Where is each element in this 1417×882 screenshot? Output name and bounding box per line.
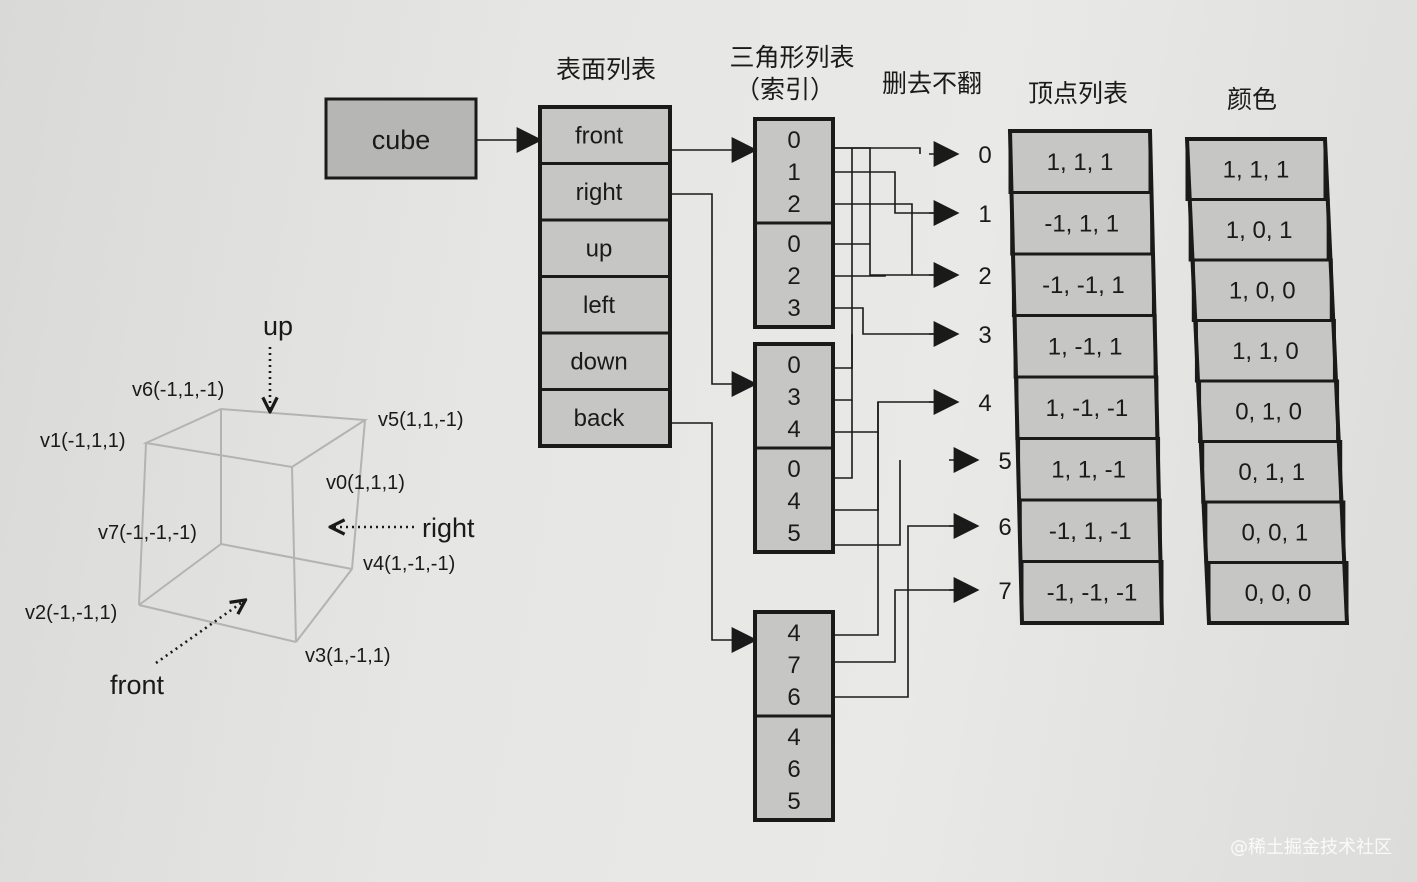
face-label: down xyxy=(570,348,627,375)
color-cell xyxy=(1198,379,1340,443)
triangle-index: 0 xyxy=(787,352,800,379)
triangle-group-right xyxy=(753,342,835,554)
vertex-label-v0: v0(1,1,1) xyxy=(326,472,405,494)
vertex-label-v7: v7(-1,-1,-1) xyxy=(98,522,197,544)
header-face-list: 表面列表 xyxy=(556,55,656,84)
index-list: 0 1 2 3 4 5 6 7 xyxy=(929,141,1012,605)
triangle-index: 4 xyxy=(787,488,800,515)
index-label: 2 xyxy=(978,263,991,290)
vertex-label-v5: v5(1,1,-1) xyxy=(378,409,464,431)
up-label: up xyxy=(263,311,293,341)
face-label: back xyxy=(574,405,626,432)
triangle-index: 0 xyxy=(787,231,800,258)
cube-top-face xyxy=(142,407,369,469)
header-index-note: （索引） xyxy=(735,75,835,104)
vertex-label-v1: v1(-1,1,1) xyxy=(40,430,126,452)
vertex-cell xyxy=(1008,129,1152,194)
vertex-list: 1, 1, 1 -1, 1, 1 -1, -1, 1 1, -1, 1 1, -1, -… xyxy=(1007,129,1165,625)
color-frame xyxy=(1184,137,1350,625)
face-label: up xyxy=(586,235,613,262)
cube-box xyxy=(324,97,478,180)
color-value: 1, 0, 1 xyxy=(1226,217,1293,244)
vertex-label-v4: v4(1,-1,-1) xyxy=(363,553,455,575)
index-label: 0 xyxy=(978,142,991,169)
vertex-value: 1, 1, -1 xyxy=(1051,456,1126,483)
color-value: 0, 1, 0 xyxy=(1235,398,1302,425)
vertex-value: -1, -1, 1 xyxy=(1042,272,1125,299)
face-to-triangle-connectors xyxy=(668,137,758,653)
triangle-index: 4 xyxy=(787,416,800,443)
face-label: right xyxy=(576,179,623,206)
right-label: right xyxy=(422,513,475,543)
vertex-value: -1, -1, -1 xyxy=(1047,579,1138,606)
vertex-label-v6: v6(-1,1,-1) xyxy=(132,379,224,401)
right-connector xyxy=(670,193,758,397)
triangle-list: 0 1 2 0 2 3 0 3 4 0 4 5 4 7 6 4 6 5 xyxy=(753,117,835,822)
vertex-cell xyxy=(1018,498,1162,563)
header-vertex-list: 顶点列表 xyxy=(1028,79,1128,108)
color-value: 1, 0, 0 xyxy=(1229,277,1296,304)
cube-3d-diagram: up right front v6(-1,1,-1) v1(-1,1,1) v5… xyxy=(25,311,475,700)
face-label: left xyxy=(583,292,615,319)
vertex-frame xyxy=(1007,129,1165,625)
triangle-index: 1 xyxy=(787,159,800,186)
index-routing-wires xyxy=(833,147,955,698)
vertex-value: 1, -1, 1 xyxy=(1048,333,1123,360)
triangle-index: 0 xyxy=(787,127,800,154)
header-color: 颜色 xyxy=(1227,85,1277,114)
index-label: 4 xyxy=(978,390,991,417)
header-cull: 删去不翻 xyxy=(882,69,982,98)
vertex-value: 1, -1, -1 xyxy=(1046,395,1129,422)
face-list: front right up left down back xyxy=(538,105,672,448)
header-triangle-list: 三角形列表 xyxy=(729,43,854,72)
color-value: 1, 1, 0 xyxy=(1232,338,1299,365)
back-connector xyxy=(668,422,758,653)
vertex-label-v3: v3(1,-1,1) xyxy=(305,645,391,667)
vertex-label-v2: v2(-1,-1,1) xyxy=(25,602,117,624)
cube-label: cube xyxy=(372,125,431,155)
front-label: front xyxy=(110,670,165,700)
color-value: 0, 1, 1 xyxy=(1238,459,1305,486)
color-value: 1, 1, 1 xyxy=(1223,156,1290,183)
face-list-frame xyxy=(538,105,672,448)
face-label: front xyxy=(575,122,623,149)
index-label: 3 xyxy=(978,322,991,349)
vertex-cell xyxy=(1020,560,1164,625)
index-label: 6 xyxy=(998,514,1011,541)
triangle-index: 2 xyxy=(787,191,800,218)
triangle-group-front xyxy=(753,117,835,329)
index-label: 1 xyxy=(978,201,991,228)
color-value: 0, 0, 1 xyxy=(1241,519,1308,546)
index-label: 5 xyxy=(998,448,1011,475)
triangle-group-back xyxy=(753,610,835,822)
triangle-index: 5 xyxy=(787,788,800,815)
triangle-index: 7 xyxy=(787,652,800,679)
triangle-cell-front-1 xyxy=(753,221,835,329)
watermark: @稀土掘金技术社区 xyxy=(1230,837,1392,858)
triangle-index: 0 xyxy=(787,456,800,483)
triangle-index: 3 xyxy=(787,295,800,322)
front-arrow xyxy=(155,601,244,665)
triangle-index: 2 xyxy=(787,263,800,290)
index-label: 7 xyxy=(998,578,1011,605)
triangle-index: 6 xyxy=(787,756,800,783)
triangle-index: 5 xyxy=(787,520,800,547)
vertex-value: -1, 1, 1 xyxy=(1044,210,1119,237)
triangle-index: 4 xyxy=(787,620,800,647)
vertex-value: -1, 1, -1 xyxy=(1049,518,1132,545)
triangle-index: 3 xyxy=(787,384,800,411)
color-value: 0, 0, 0 xyxy=(1245,580,1312,607)
vertex-value: 1, 1, 1 xyxy=(1047,149,1114,176)
triangle-index: 4 xyxy=(787,724,800,751)
triangle-index: 6 xyxy=(787,684,800,711)
color-list: 1, 1, 1 1, 0, 1 1, 0, 0 1, 1, 0 0, 1, 0 0, 1,… xyxy=(1184,137,1350,625)
